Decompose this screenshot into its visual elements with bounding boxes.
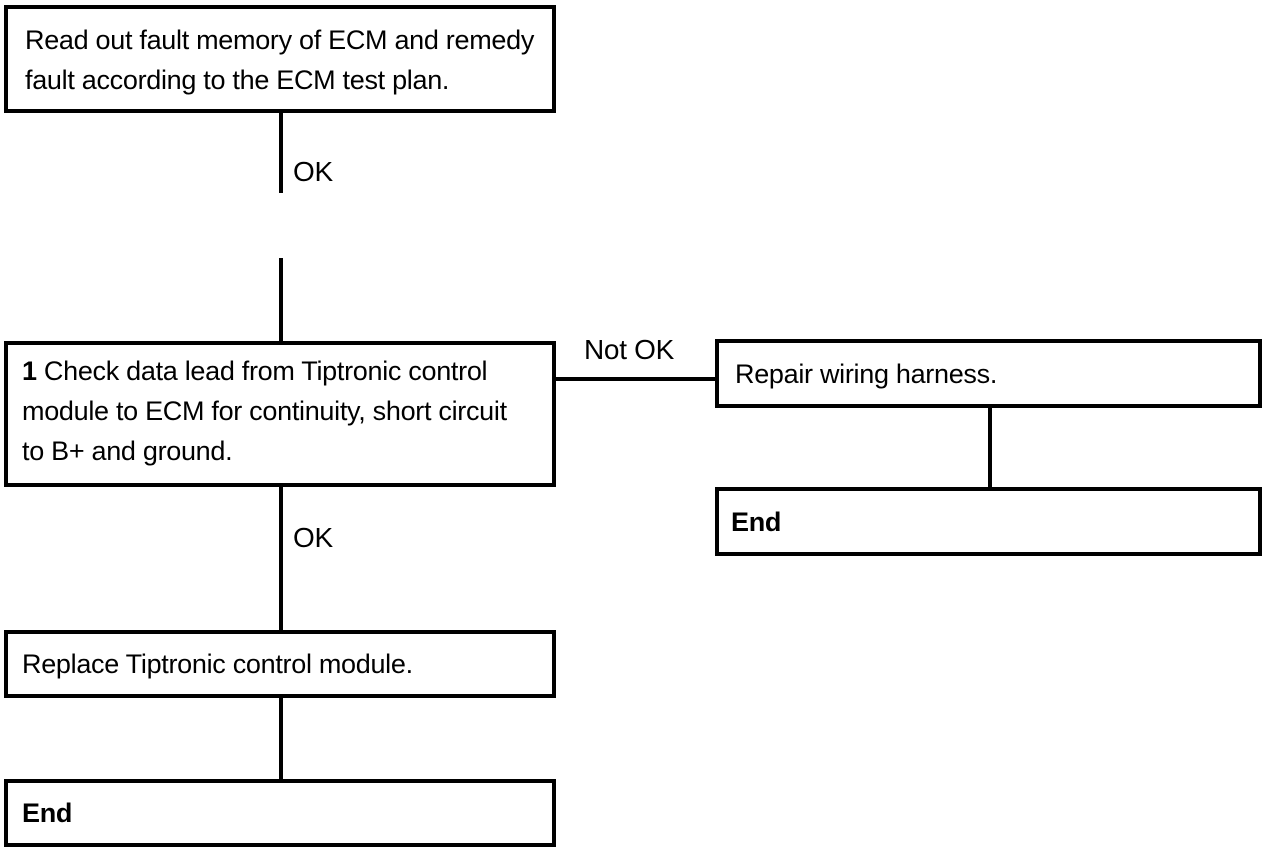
- node-end-left: End: [4, 779, 556, 847]
- connector-check-to-replace: [279, 487, 283, 630]
- node-text-first-line: Check data lead from Tiptronic control: [43, 356, 488, 386]
- node-replace-control-module: Replace Tiptronic control module.: [4, 630, 556, 698]
- connector-read-to-check-upper: [279, 113, 283, 193]
- node-text: Repair wiring harness.: [735, 358, 998, 389]
- connector-check-to-repair: [556, 377, 715, 381]
- connector-replace-to-end: [279, 698, 283, 779]
- node-text: Replace Tiptronic control module.: [22, 649, 413, 679]
- node-text-line: fault according to the ECM test plan.: [25, 65, 450, 95]
- node-text-line: Read out fault memory of ECM and remedy: [25, 25, 535, 55]
- node-read-fault-memory: Read out fault memory of ECM and remedy …: [4, 5, 556, 113]
- node-end-right: End: [715, 487, 1262, 556]
- node-repair-wiring-harness: Repair wiring harness.: [715, 339, 1262, 408]
- node-text-line: 1 Check data lead from Tiptronic control: [22, 351, 542, 391]
- node-text: End: [22, 798, 73, 828]
- node-check-data-lead: 1 Check data lead from Tiptronic control…: [4, 341, 556, 487]
- node-text-line: to B+ and ground.: [22, 436, 233, 466]
- node-text: End: [731, 506, 782, 537]
- connector-repair-to-end: [988, 408, 992, 487]
- edge-label-ok-top: OK: [293, 156, 333, 187]
- connector-read-to-check-lower: [279, 258, 283, 341]
- node-text-line: module to ECM for continuity, short circ…: [22, 396, 507, 426]
- edge-label-ok-bottom: OK: [293, 522, 333, 553]
- edge-label-not-ok: Not OK: [584, 334, 675, 365]
- step-number: 1: [22, 356, 37, 386]
